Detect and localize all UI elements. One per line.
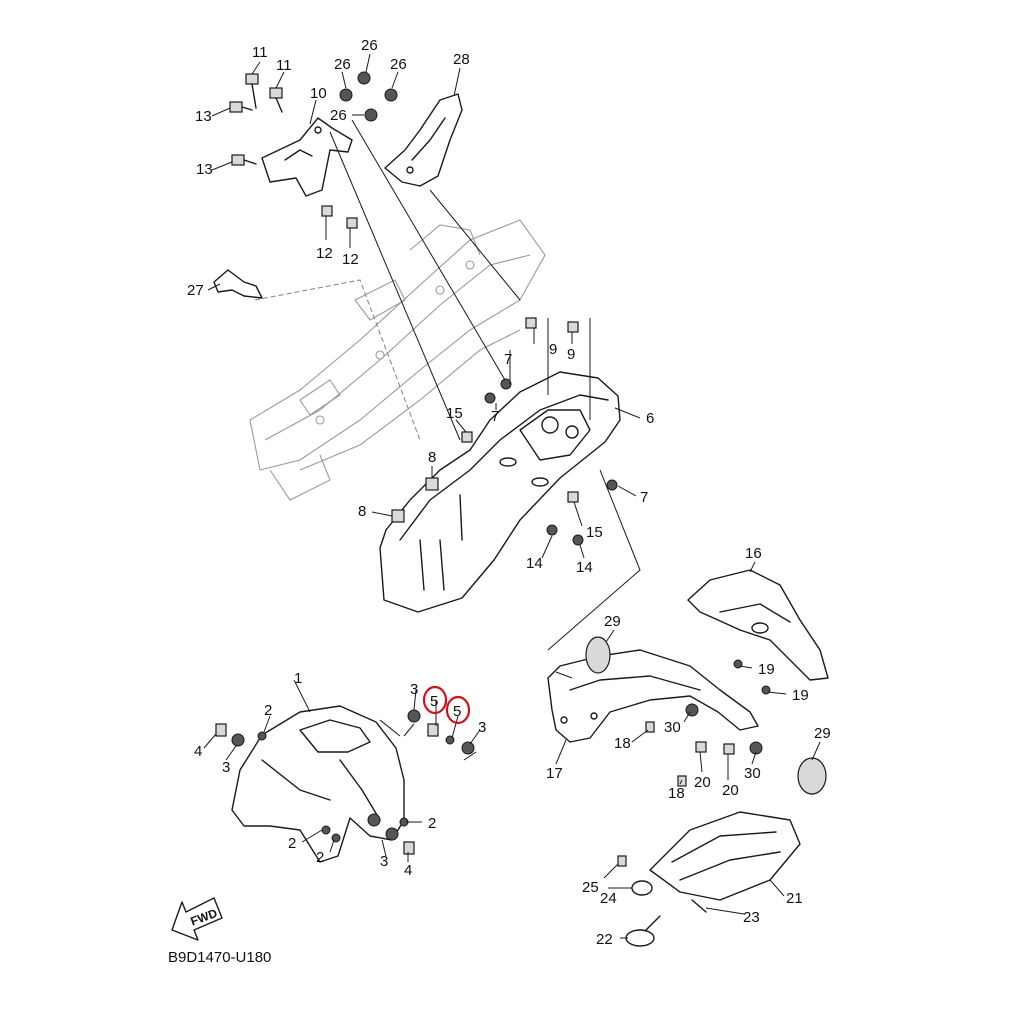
label-14a: 14 bbox=[526, 555, 543, 572]
tail-light-21 bbox=[649, 811, 801, 901]
label-17: 17 bbox=[546, 765, 563, 782]
label-9a: 9 bbox=[549, 341, 557, 358]
label-1: 1 bbox=[294, 670, 302, 687]
callout-labels: 1 2 2 2 2 3 3 3 3 4 4 5 5 6 7 7 7 8 8 9 … bbox=[187, 37, 831, 948]
label-5b: 5 bbox=[453, 703, 461, 720]
label-7c: 7 bbox=[640, 489, 648, 506]
label-6: 6 bbox=[646, 410, 654, 427]
label-5a: 5 bbox=[430, 693, 438, 710]
label-16: 16 bbox=[745, 545, 762, 562]
highlight-ring-5a bbox=[422, 685, 448, 715]
label-24: 24 bbox=[600, 890, 617, 907]
label-2d: 2 bbox=[428, 815, 436, 832]
label-15b: 15 bbox=[586, 524, 603, 541]
label-26b: 26 bbox=[361, 37, 378, 54]
nut-26 bbox=[339, 71, 398, 122]
bolt-13a bbox=[229, 101, 253, 113]
label-7b: 7 bbox=[491, 408, 499, 425]
label-21: 21 bbox=[786, 890, 803, 907]
label-9b: 9 bbox=[567, 346, 575, 363]
label-13a: 13 bbox=[195, 108, 212, 125]
label-26d: 26 bbox=[330, 107, 347, 124]
label-27: 27 bbox=[187, 282, 204, 299]
front-fender-1 bbox=[231, 705, 405, 863]
bolt-11a bbox=[245, 73, 259, 109]
bracket-10 bbox=[261, 117, 353, 197]
label-30a: 30 bbox=[664, 719, 681, 736]
socket-22 bbox=[625, 915, 661, 947]
fwd-arrow-icon: FWD bbox=[171, 897, 223, 941]
label-11b: 11 bbox=[276, 57, 292, 74]
label-29b: 29 bbox=[814, 725, 831, 742]
label-23: 23 bbox=[743, 909, 760, 926]
label-18b: 18 bbox=[668, 785, 685, 802]
label-19b: 19 bbox=[792, 687, 809, 704]
label-4b: 4 bbox=[404, 862, 412, 879]
label-25: 25 bbox=[582, 879, 599, 896]
label-15a: 15 bbox=[446, 405, 463, 422]
label-14b: 14 bbox=[576, 559, 593, 576]
label-19a: 19 bbox=[758, 661, 775, 678]
bolt-11b bbox=[269, 87, 283, 113]
label-18a: 18 bbox=[614, 735, 631, 752]
label-29a: 29 bbox=[604, 613, 621, 630]
label-3c: 3 bbox=[222, 759, 230, 776]
label-12b: 12 bbox=[342, 251, 359, 268]
rear-fender-6 bbox=[379, 371, 621, 613]
label-13b: 13 bbox=[196, 161, 213, 178]
grommet-24-25 bbox=[617, 855, 653, 896]
label-12a: 12 bbox=[316, 245, 333, 262]
label-20b: 20 bbox=[722, 782, 739, 799]
highlight-ring-5b bbox=[445, 695, 471, 725]
label-10: 10 bbox=[310, 85, 327, 102]
fender-hardware-2-3-4 bbox=[215, 709, 475, 855]
label-30b: 30 bbox=[744, 765, 761, 782]
highlight-marks bbox=[422, 685, 471, 725]
reflector-29 bbox=[585, 636, 827, 795]
label-3a: 3 bbox=[410, 681, 418, 698]
label-4a: 4 bbox=[194, 743, 202, 760]
label-8b: 8 bbox=[358, 503, 366, 520]
nut-12b bbox=[346, 217, 358, 229]
tail-cover-16 bbox=[687, 569, 829, 681]
nut-12a bbox=[321, 205, 333, 217]
label-2a: 2 bbox=[264, 702, 272, 719]
label-7a: 7 bbox=[504, 351, 512, 368]
label-26c: 26 bbox=[390, 56, 407, 73]
label-2c: 2 bbox=[316, 849, 324, 866]
rear-frame-ghost bbox=[249, 219, 546, 501]
label-3d: 3 bbox=[380, 853, 388, 870]
bolt-13b bbox=[231, 154, 257, 166]
label-26a: 26 bbox=[334, 56, 351, 73]
label-11a: 11 bbox=[252, 44, 268, 61]
label-2b: 2 bbox=[288, 835, 296, 852]
label-3b: 3 bbox=[478, 719, 486, 736]
diagram-code: B9D1470-U180 bbox=[168, 949, 271, 966]
fasteners-7-8-9-14-15 bbox=[391, 317, 618, 546]
screw-23 bbox=[691, 899, 707, 913]
bracket-27 bbox=[213, 269, 263, 299]
label-20a: 20 bbox=[694, 774, 711, 791]
bracket-28 bbox=[384, 93, 463, 187]
label-28: 28 bbox=[453, 51, 470, 68]
leader-lines bbox=[203, 53, 821, 939]
label-22: 22 bbox=[596, 931, 613, 948]
label-8a: 8 bbox=[428, 449, 436, 466]
